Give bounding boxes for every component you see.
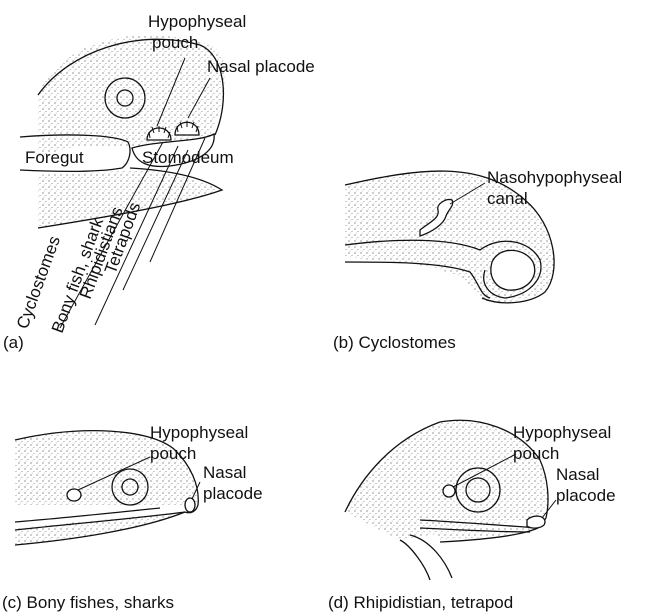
panel-c-jaw	[15, 512, 185, 545]
panel-c: Hypophyseal pouch Nasal placode (c) Bony…	[2, 423, 263, 612]
panel-d-hypophyseal-label-2: pouch	[513, 444, 559, 463]
panel-a-hypophyseal-label-2: pouch	[152, 33, 198, 52]
panel-c-nasal-placode	[185, 498, 195, 512]
panel-a-foregut-label: Foregut	[25, 148, 84, 167]
panel-d: Hypophyseal pouch Nasal placode (d) Rhip…	[328, 420, 616, 612]
panel-b-canal-label-1: Nasohypophyseal	[487, 168, 622, 187]
panel-d-hypophyseal-label-1: Hypophyseal	[513, 423, 611, 442]
panel-c-hypophyseal-label-1: Hypophyseal	[150, 423, 248, 442]
panel-a-hypophyseal-label-1: Hypophyseal	[148, 12, 246, 31]
panel-b-caption: (b) Cyclostomes	[333, 333, 456, 352]
panel-b: Nasohypophyseal canal (b) Cyclostomes	[333, 168, 622, 352]
panel-a-stomodeum-label: Stomodeum	[142, 148, 234, 167]
panel-a-nasal-placode-label: Nasal placode	[207, 57, 315, 76]
panel-a-caption: (a)	[3, 333, 24, 352]
panel-c-hypophyseal-label-2: pouch	[150, 444, 196, 463]
panel-c-nasal-label-1: Nasal	[203, 463, 246, 482]
panel-d-nasal-label-2: placode	[556, 486, 616, 505]
panel-b-canal-label-2: canal	[487, 189, 528, 208]
panel-d-nasal-label-1: Nasal	[556, 465, 599, 484]
panel-b-pouch	[491, 250, 535, 290]
panel-d-caption: (d) Rhipidistian, tetrapod	[328, 593, 513, 612]
panel-c-hypophyseal-pouch	[67, 489, 81, 501]
panel-c-nasal-label-2: placode	[203, 484, 263, 503]
panel-a: Hypophyseal pouch Nasal placode Foregut …	[3, 12, 315, 352]
panel-c-caption: (c) Bony fishes, sharks	[2, 593, 174, 612]
